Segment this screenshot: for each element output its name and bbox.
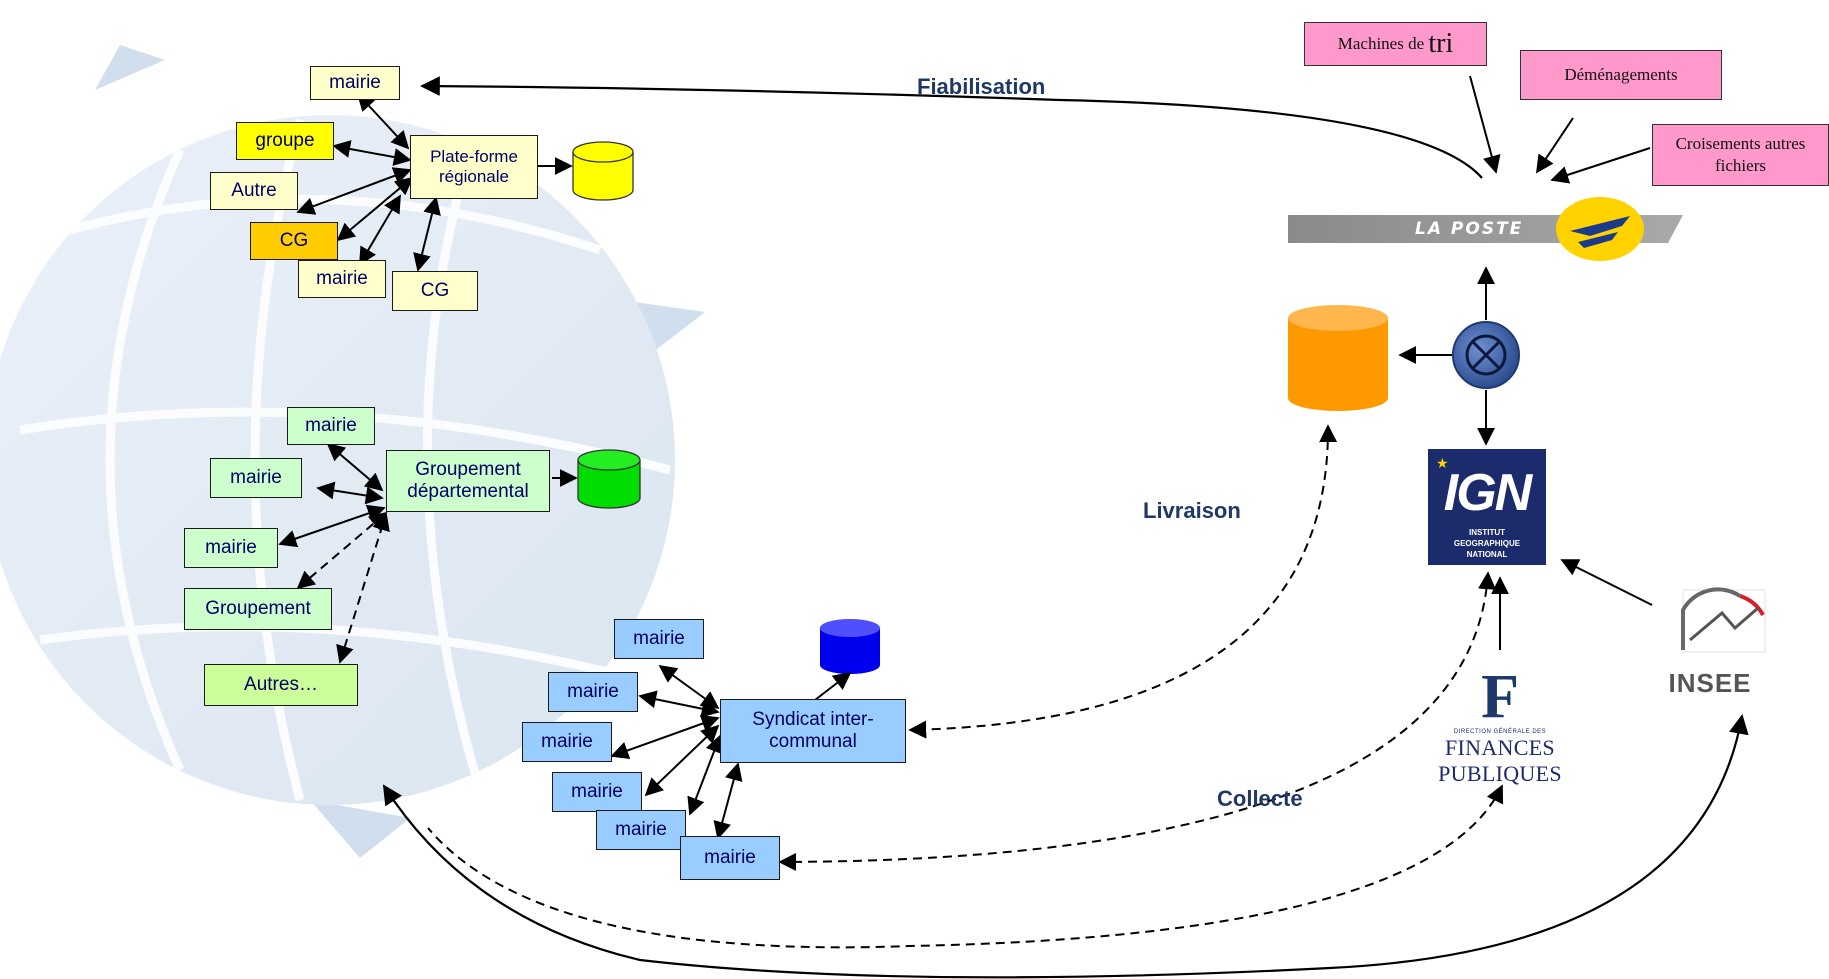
node-mairie-regional-bottom: mairie (298, 260, 386, 298)
node-groupe-regional: groupe (236, 122, 334, 160)
source-tri-prefix: Machines de (1337, 33, 1425, 53)
source-croisements-fichiers: Croisements autres fichiers (1652, 124, 1829, 186)
node-groupement-departemental: Groupement départemental (386, 450, 550, 512)
insee-logo-mark (1681, 587, 1766, 653)
insee-logo: INSEE (1660, 668, 1760, 699)
database-blue (820, 619, 880, 674)
flow-insee-return (382, 714, 1749, 979)
node-mairie-syndicat-5: mairie (596, 810, 686, 850)
node-groupement-dept: Groupement (184, 588, 332, 630)
insee-wordmark: INSEE (1668, 668, 1752, 698)
source-demenagements: Déménagements (1520, 50, 1722, 100)
dgfip-monogram: F (1481, 663, 1519, 731)
source-arrows (1398, 75, 1653, 650)
database-green (577, 449, 641, 509)
node-mairie-syndicat-6: mairie (680, 836, 780, 880)
ign-subtitle: INSTITUT GEOGRAPHIQUE NATIONAL (1453, 528, 1521, 559)
flow-livraison (908, 424, 1338, 739)
source-tri-word: tri (1428, 27, 1454, 59)
node-plateforme-regionale: Plate-forme régionale (410, 135, 538, 199)
database-yellow (572, 141, 634, 201)
dgfip-logo: F DIRECTION GÉNÉRALE DES FINANCES PUBLIQ… (1405, 665, 1595, 787)
node-autres-dept: Autres… (204, 664, 358, 706)
la-poste-wordmark: LA POSTE (1415, 219, 1524, 239)
node-mairie-syndicat-1: mairie (614, 619, 704, 659)
database-orange (1288, 305, 1388, 411)
node-mairie-syndicat-4: mairie (552, 772, 642, 812)
node-mairie-dept-3: mairie (184, 528, 278, 568)
dgfip-name: FINANCES PUBLIQUES (1438, 735, 1562, 786)
dgfip-small-text: DIRECTION GÉNÉRALE DES (1453, 729, 1547, 735)
node-cg-regional: CG (392, 271, 478, 311)
node-mairie-syndicat-3: mairie (522, 722, 612, 762)
la-poste-logo (1288, 197, 1683, 261)
ign-letters: IGN (1443, 464, 1532, 522)
regional-connectors (296, 92, 573, 272)
node-syndicat-intercommunal: Syndicat inter-communal (720, 699, 906, 763)
node-mairie-syndicat-2: mairie (548, 672, 638, 712)
departmental-connectors (278, 442, 578, 664)
ign-logo: ★ IGN INSTITUT GEOGRAPHIQUE NATIONAL (1428, 449, 1546, 565)
flow-fiabilisation (420, 76, 1483, 179)
node-mairie-regional-top: mairie (310, 66, 400, 100)
ign-star-icon: ★ (1436, 455, 1449, 471)
label-livraison: Livraison (1143, 498, 1241, 523)
source-machines-de-tri: Machines de tri (1304, 22, 1487, 66)
merge-hub-icon (1452, 321, 1520, 389)
node-mairie-dept-2: mairie (210, 458, 302, 498)
node-cg-regional-orange: CG (250, 222, 338, 260)
node-mairie-dept-1: mairie (287, 407, 375, 445)
label-fiabilisation: Fiabilisation (917, 74, 1046, 99)
node-autre-regional: Autre (210, 172, 298, 210)
label-collecte: Collecte (1217, 786, 1303, 811)
